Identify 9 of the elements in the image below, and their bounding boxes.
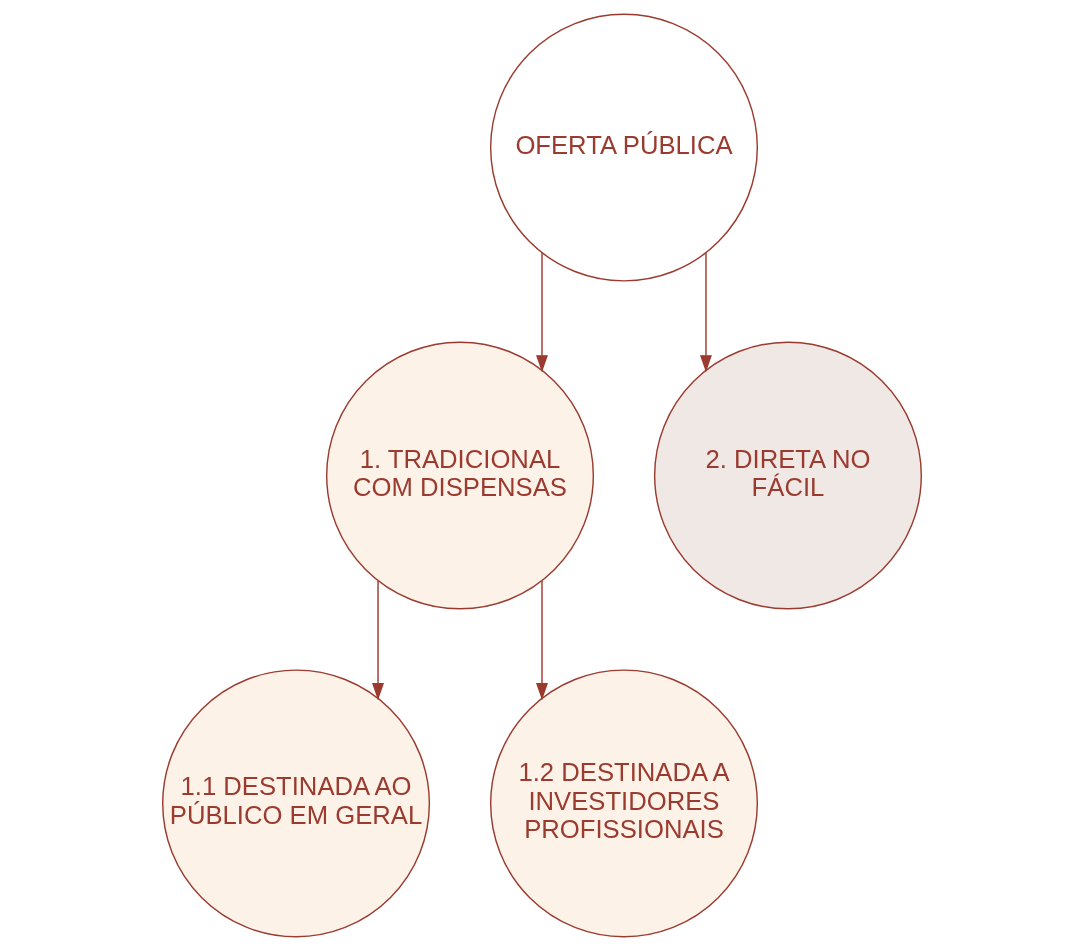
node-circle: OFERTA PÚBLICA [489,13,758,282]
arrow [535,252,548,373]
arrow [535,580,548,701]
node-circle: 1. TRADICIONAL COM DISPENSAS [325,341,594,610]
arrow [699,252,712,373]
arrow [371,580,384,701]
node-circle: 1.2 DESTINADA A INVESTIDORES PROFISSIONAIS [489,669,758,938]
node-circle: 2. DIRETA NO FÁCIL [653,341,922,610]
node-circle: 1.1 DESTINADA AO PÚBLICO EM GERAL [161,669,430,938]
